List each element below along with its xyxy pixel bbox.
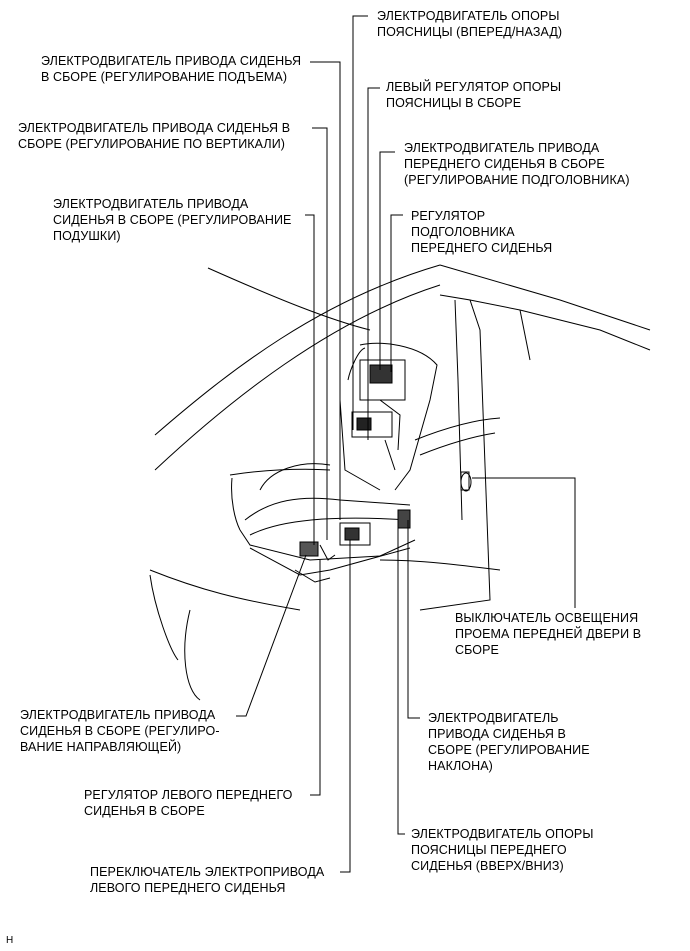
label-recline-motor: ЭЛЕКТРОДВИГАТЕЛЬ ПРИВОДА СИДЕНЬЯ В СБОРЕ… <box>428 711 590 773</box>
label-lumbar-fb-motor: ЭЛЕКТРОДВИГАТЕЛЬ ОПОРЫ ПОЯСНИЦЫ (ВПЕРЕД/… <box>377 9 563 39</box>
label-door-courtesy-switch: ВЫКЛЮЧАТЕЛЬ ОСВЕЩЕНИЯ ПРОЕМА ПЕРЕДНЕЙ ДВ… <box>455 611 642 657</box>
label-headrest-motor: ЭЛЕКТРОДВИГАТЕЛЬ ПРИВОДА ПЕРЕДНЕГО СИДЕН… <box>404 141 630 187</box>
label-vertical-motor: ЭЛЕКТРОДВИГАТЕЛЬ ПРИВОДА СИДЕНЬЯ В СБОРЕ… <box>18 121 291 151</box>
label-power-seat-switch: ПЕРЕКЛЮЧАТЕЛЬ ЭЛЕКТРОПРИВОДА ЛЕВОГО ПЕРЕ… <box>90 865 325 895</box>
seat-assembly <box>239 342 438 583</box>
door-switch <box>460 471 472 492</box>
label-headrest-adjuster: РЕГУЛЯТОР ПОДГОЛОВНИКА ПЕРЕДНЕГО СИДЕНЬЯ <box>411 209 553 255</box>
label-left-front-seat-adjuster: РЕГУЛЯТОР ЛЕВОГО ПЕРЕДНЕГО СИДЕНЬЯ В СБО… <box>84 788 293 818</box>
vehicle-body-outline <box>149 264 651 701</box>
label-left-lumbar-adjuster: ЛЕВЫЙ РЕГУЛЯТОР ОПОРЫ ПОЯСНИЦЫ В СБОРЕ <box>386 80 562 110</box>
label-lumbar-ud-motor: ЭЛЕКТРОДВИГАТЕЛЬ ОПОРЫ ПОЯСНИЦЫ ПЕРЕДНЕГ… <box>411 827 594 873</box>
label-cushion-motor: ЭЛЕКТРОДВИГАТЕЛЬ ПРИВОДА СИДЕНЬЯ В СБОРЕ… <box>53 197 292 243</box>
label-lift-motor: ЭЛЕКТРОДВИГАТЕЛЬ ПРИВОДА СИДЕНЬЯ В СБОРЕ… <box>41 54 302 84</box>
leader-lines <box>236 15 576 873</box>
figure-code: H <box>6 935 14 946</box>
label-slide-motor: ЭЛЕКТРОДВИГАТЕЛЬ ПРИВОДА СИДЕНЬЯ В СБОРЕ… <box>20 708 220 754</box>
